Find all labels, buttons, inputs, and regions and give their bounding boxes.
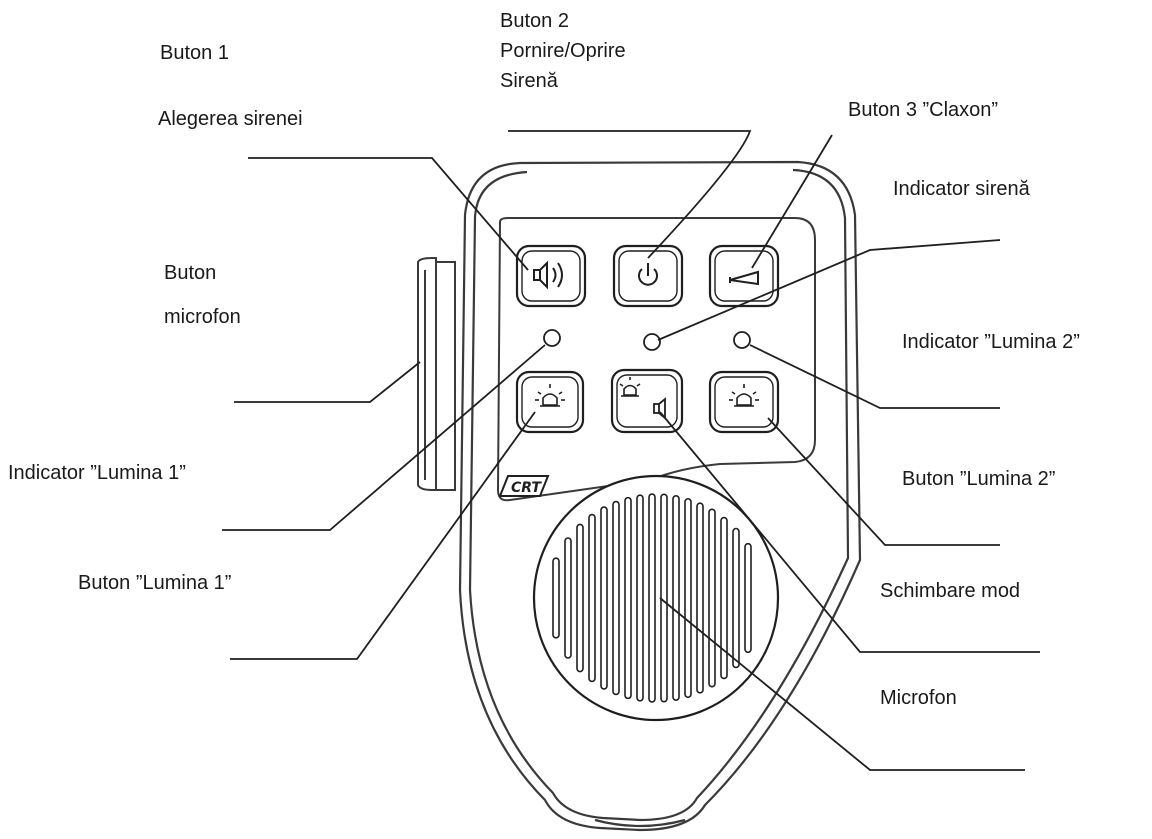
brand-logo: CRT <box>498 475 550 497</box>
beacon-light-icon <box>535 384 565 407</box>
grille-slot <box>684 497 692 699</box>
leader-buton-lumina1 <box>230 411 536 660</box>
label-buton1: Buton 1 <box>160 38 229 68</box>
label-indicator-lumina1: Indicator ”Lumina 1” <box>8 458 186 488</box>
leader-lines <box>222 130 1040 771</box>
grille-slot <box>576 523 584 673</box>
grille-slot <box>720 516 728 680</box>
label-indicator-lumina1-text: Indicator ”Lumina 1” <box>8 462 186 484</box>
grille-slot <box>552 557 560 639</box>
label-buton-microfon-line1: Buton <box>164 262 217 284</box>
label-buton2-line1: Buton 2 <box>500 10 569 32</box>
button-light-2[interactable] <box>708 370 780 434</box>
button-light-1[interactable] <box>515 370 585 434</box>
indicator-siren-led <box>643 333 661 351</box>
button-mode-change[interactable] <box>610 368 684 434</box>
grille-slot <box>732 527 740 669</box>
leader-buton2 <box>508 130 752 259</box>
button-siren-select[interactable] <box>515 244 587 308</box>
leader-microfon <box>659 597 1025 771</box>
keypad-panel <box>496 217 816 502</box>
leader-indicator-lumina2 <box>749 344 1000 409</box>
grille-slot <box>624 496 632 700</box>
label-indicator-lumina2-text: Indicator ”Lumina 2” <box>902 331 1080 353</box>
label-microfon: Microfon <box>880 683 957 713</box>
leader-buton3 <box>751 134 833 269</box>
indicator-light-2-led <box>733 331 751 349</box>
speaker-grille <box>532 474 780 722</box>
grille-slot <box>636 494 644 702</box>
label-microfon-text: Microfon <box>880 687 957 709</box>
horn-icon <box>729 270 759 286</box>
button-siren-power[interactable] <box>612 244 684 308</box>
label-buton1-desc: Alegerea sirenei <box>158 104 303 134</box>
leader-indicator-lumina1 <box>222 344 546 531</box>
label-buton-lumina1: Buton ”Lumina 1” <box>78 568 231 598</box>
leader-indicator-sirena <box>657 239 1001 341</box>
label-buton-microfon-line2: microfon <box>164 306 241 328</box>
indicator-light-1-led <box>543 329 561 347</box>
beacon-light-icon <box>729 384 759 407</box>
leader-buton1 <box>248 157 529 271</box>
grille-slot <box>564 537 572 659</box>
power-icon <box>638 263 658 286</box>
leader-buton-lumina2 <box>767 417 1000 546</box>
label-buton-microfon: Buton microfon <box>164 258 241 332</box>
label-buton2: Buton 2 Pornire/Oprire Sirenă <box>500 6 626 96</box>
speaker-waves-icon <box>533 260 563 290</box>
label-buton3: Buton 3 ”Claxon” <box>848 95 998 125</box>
label-indicator-sirena: Indicator sirenă <box>893 174 1030 204</box>
grille-slot <box>672 495 680 701</box>
grille-slot <box>600 506 608 690</box>
grille-slot <box>612 500 620 696</box>
grille-slot <box>588 513 596 683</box>
leader-schimbare-mod <box>659 411 1040 653</box>
label-buton-lumina2-text: Buton ”Lumina 2” <box>902 468 1056 490</box>
grille-slot <box>696 502 704 694</box>
microphone-side-button <box>417 257 456 491</box>
label-buton3-text: Buton 3 ”Claxon” <box>848 99 999 121</box>
label-indicator-lumina2: Indicator ”Lumina 2” <box>902 327 1080 357</box>
label-schimbare-mod-text: Schimbare mod <box>880 580 1021 602</box>
label-buton1-line2: Alegerea sirenei <box>158 108 303 130</box>
leader-buton-microfon <box>234 361 421 403</box>
grille-slot <box>648 493 656 703</box>
label-buton-lumina1-text: Buton ”Lumina 1” <box>78 572 232 594</box>
grille-slot <box>744 542 752 654</box>
microphone-body <box>458 160 862 832</box>
label-indicator-sirena-text: Indicator sirenă <box>893 178 1030 200</box>
brand-logo-text: CRT <box>511 480 542 496</box>
grille-slot <box>708 508 716 688</box>
label-schimbare-mod: Schimbare mod <box>880 576 1020 606</box>
label-buton1-line1: Buton 1 <box>160 42 229 64</box>
label-buton2-line3: Sirenă <box>500 70 558 92</box>
button-horn[interactable] <box>708 244 780 308</box>
label-buton2-line2: Pornire/Oprire <box>500 40 626 62</box>
label-buton-lumina2: Buton ”Lumina 2” <box>902 464 1055 494</box>
